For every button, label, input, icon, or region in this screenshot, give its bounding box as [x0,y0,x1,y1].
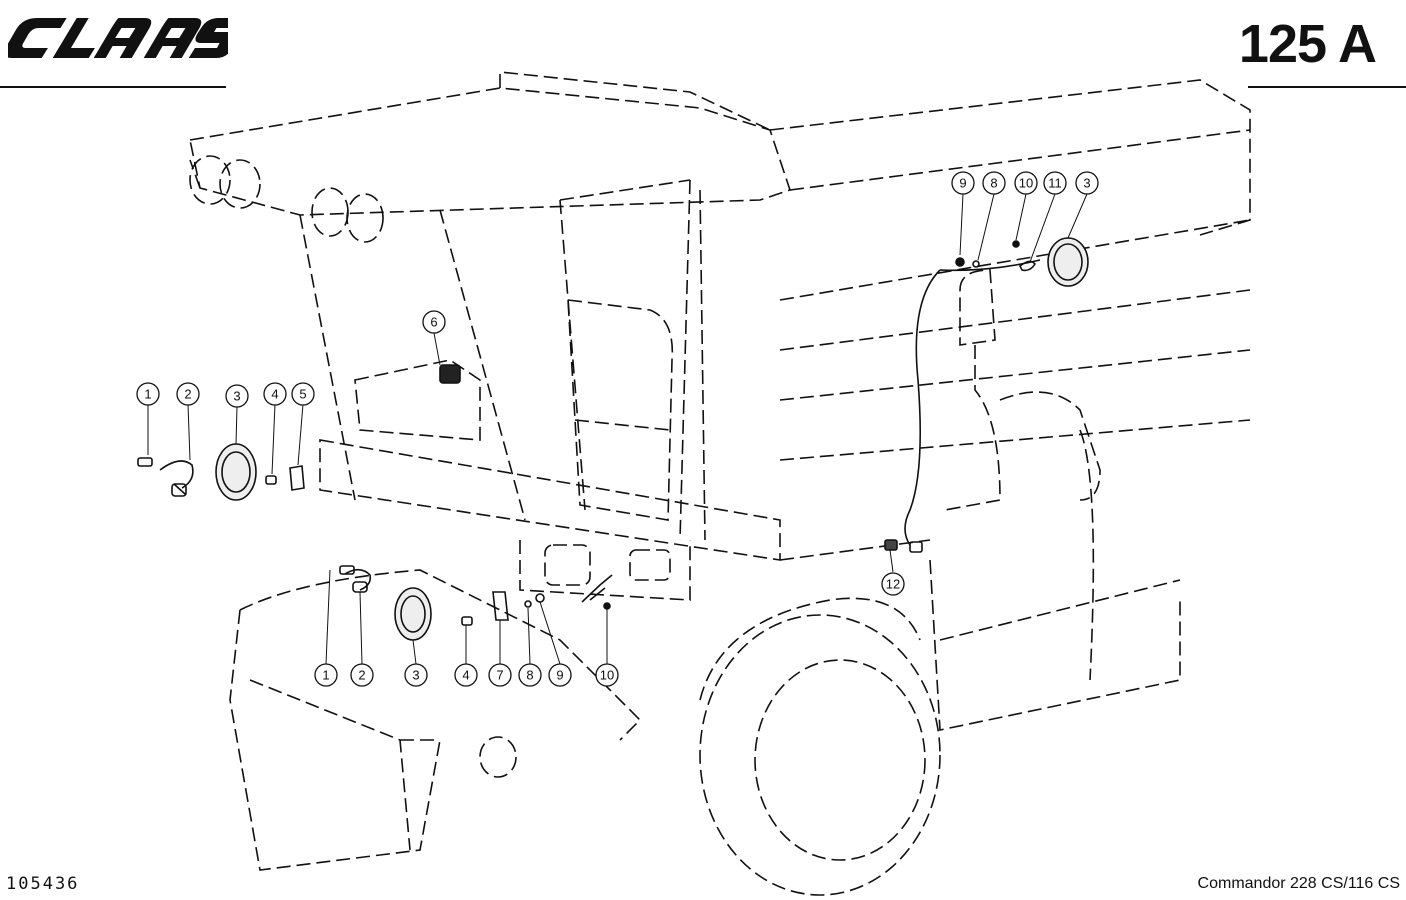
callout-cab-left-5: 5 [291,382,315,406]
callouts-right-mast: 9 8 10 11 3 [951,171,1099,195]
callout-cab-left-3: 3 [225,384,249,408]
svg-text:4: 4 [462,668,469,683]
part-plug-right [884,539,898,551]
front-attachment-outline [229,569,642,871]
svg-text:10: 10 [1019,176,1033,191]
svg-text:2: 2 [358,668,365,683]
svg-text:1: 1 [322,668,329,683]
callout-right-9: 9 [951,171,975,195]
svg-text:9: 9 [556,668,563,683]
callout-front-3: 3 [404,663,428,687]
page-code: 125 A [1238,14,1377,74]
svg-text:8: 8 [526,668,533,683]
svg-text:8: 8 [990,176,997,191]
callout-cab-left-1: 1 [136,382,160,406]
header-rule-right [1248,86,1406,88]
mast-outline [944,269,1001,511]
drawing-number: 105436 [6,874,80,894]
header-rule-left [0,86,226,88]
svg-text:7: 7 [496,668,503,683]
callout-front-10: 10 [595,663,619,687]
svg-text:4: 4 [271,387,278,402]
callout-front-7: 7 [488,663,512,687]
svg-text:2: 2 [184,387,191,402]
callout-front-8: 8 [518,663,542,687]
callout-right-11: 11 [1043,171,1067,195]
svg-text:12: 12 [886,577,900,592]
svg-text:10: 10 [600,668,614,683]
claas-logo [8,18,228,58]
svg-text:3: 3 [1083,176,1090,191]
callout-cab-left-2: 2 [176,382,200,406]
part-bracket-left [289,465,305,491]
callouts-cab-top: 6 [422,310,446,334]
callout-cab-top-6: 6 [422,310,446,334]
svg-text:6: 6 [430,315,437,330]
callout-front-9: 9 [548,663,572,687]
callout-right-8: 8 [982,171,1006,195]
wheel-outline [699,614,941,896]
callout-front-4: 4 [454,663,478,687]
svg-text:3: 3 [412,668,419,683]
cab-base-outline [319,439,781,561]
callout-front-2: 2 [350,663,374,687]
svg-text:11: 11 [1048,176,1062,191]
callout-right-10: 10 [1014,171,1038,195]
callouts-cab-left: 1 2 3 4 5 [136,382,315,408]
callout-cab-left-4: 4 [263,382,287,406]
callout-front-1: 1 [314,663,338,687]
part-cable-left [159,460,194,495]
machine-body-outline [769,79,1251,561]
svg-text:1: 1 [144,387,151,402]
callouts-front-lower: 1 2 3 4 7 8 9 10 [314,663,619,687]
callout-right-12: 12 [881,572,905,596]
model-name: Commandor 228 CS/116 CS [1197,875,1400,892]
callouts-right-plug: 12 [881,572,905,596]
svg-text:9: 9 [959,176,966,191]
part-cable-right [904,259,1041,546]
cab-pillars [299,179,706,541]
svg-text:3: 3 [233,389,240,404]
part-switch-cab [439,364,461,384]
callout-right-3: 3 [1075,171,1099,195]
svg-text:5: 5 [299,387,306,402]
part-bulb-left [137,457,153,467]
